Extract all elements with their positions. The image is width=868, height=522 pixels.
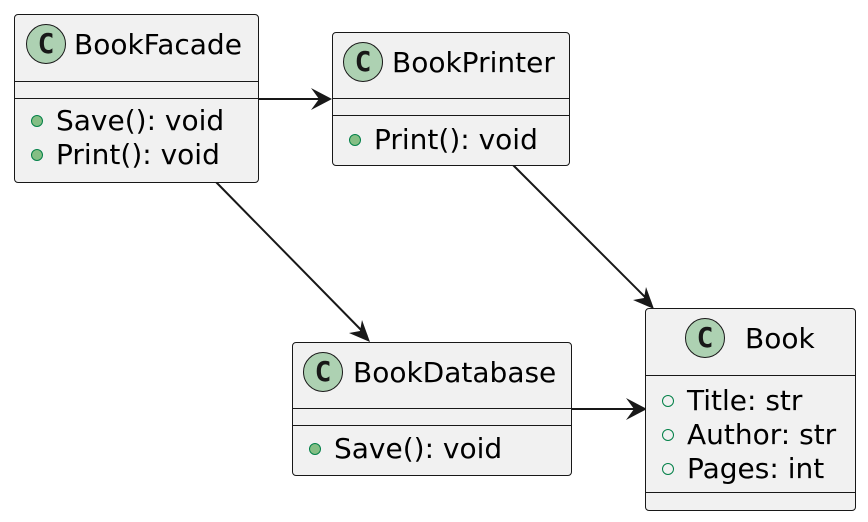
class-header: C Book — [646, 309, 855, 376]
class-book-printer[interactable]: C BookPrinter Print(): void — [332, 32, 570, 166]
field-declaration: Author: str — [687, 418, 837, 451]
class-badge-icon: C — [26, 24, 66, 64]
edge-database-to-book — [571, 398, 647, 420]
class-badge-icon: C — [685, 318, 725, 358]
arrowhead — [349, 320, 370, 342]
public-method-icon — [349, 134, 361, 146]
field-item: Title: str — [646, 384, 855, 418]
class-book-facade[interactable]: C BookFacade Save(): void Print(): void — [14, 14, 259, 183]
fields-section: Title: str Author: str Pages: int — [646, 376, 855, 493]
class-badge-letter: C — [696, 321, 714, 354]
edge-printer-to-book — [512, 164, 654, 309]
edge-facade-to-printer — [258, 88, 332, 110]
class-name: Book — [745, 322, 815, 355]
class-book-database[interactable]: C BookDatabase Save(): void — [292, 342, 572, 476]
method-item: Save(): void — [293, 432, 571, 466]
arrowhead — [311, 88, 332, 110]
class-name: BookPrinter — [392, 46, 555, 79]
edge-facade-to-database — [215, 181, 370, 342]
class-book[interactable]: C Book Title: str Author: str Pages: int — [645, 308, 856, 511]
class-name: BookFacade — [74, 28, 242, 61]
class-header: C BookDatabase — [293, 343, 571, 409]
arrowhead — [626, 398, 647, 420]
fields-section — [15, 82, 258, 99]
public-method-icon — [31, 115, 43, 127]
class-badge-letter: C — [314, 355, 332, 388]
method-signature: Print(): void — [374, 123, 538, 156]
methods-section: Save(): void Print(): void — [15, 99, 258, 172]
public-field-icon — [662, 463, 674, 475]
method-signature: Print(): void — [56, 138, 220, 171]
method-item: Save(): void — [15, 104, 258, 138]
public-method-icon — [309, 443, 321, 455]
class-header: C BookFacade — [15, 15, 258, 82]
field-item: Author: str — [646, 418, 855, 452]
methods-section: Save(): void — [293, 426, 571, 466]
public-field-icon — [662, 429, 674, 441]
methods-section: Print(): void — [333, 116, 569, 157]
method-item: Print(): void — [15, 138, 258, 172]
field-declaration: Title: str — [687, 384, 803, 417]
public-field-icon — [662, 395, 674, 407]
method-signature: Save(): void — [56, 104, 225, 137]
class-badge-icon: C — [303, 352, 343, 392]
class-name: BookDatabase — [353, 356, 557, 389]
field-declaration: Pages: int — [687, 452, 825, 485]
arrowhead — [633, 287, 654, 309]
fields-section — [293, 409, 571, 426]
class-badge-letter: C — [354, 45, 372, 78]
class-badge-icon: C — [343, 42, 383, 82]
fields-section — [333, 99, 569, 116]
field-item: Pages: int — [646, 452, 855, 486]
class-header: C BookPrinter — [333, 33, 569, 99]
class-badge-letter: C — [37, 27, 55, 60]
method-signature: Save(): void — [334, 432, 503, 465]
public-method-icon — [31, 149, 43, 161]
method-item: Print(): void — [333, 123, 569, 157]
